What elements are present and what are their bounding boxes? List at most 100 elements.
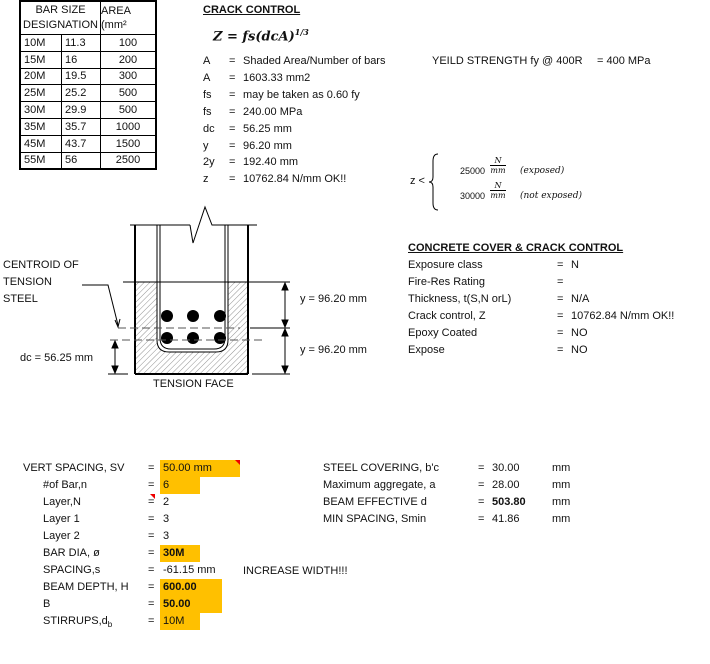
y-upper-label: y = 96.20 mm: [300, 293, 367, 305]
bar-area: 1500: [100, 134, 157, 153]
bar-diameter: 11.3: [61, 34, 101, 52]
header-designation: DESIGNATION: [23, 19, 98, 31]
equals: =: [148, 615, 155, 627]
crack-formula: Z = fs(dcA)1/3: [213, 27, 309, 45]
bar-area: 100: [100, 34, 157, 52]
equals: =: [557, 344, 564, 356]
crack-var: fs: [203, 105, 212, 118]
steel-unit: mm: [552, 479, 571, 491]
steel-value: 503.80: [492, 496, 526, 508]
crack-var: A: [203, 71, 211, 84]
cover-value: N/A: [571, 293, 590, 305]
input-value: 50.00: [163, 598, 191, 610]
bar-area: 200: [100, 50, 157, 69]
crack-value: 192.40 mm: [243, 156, 299, 169]
yield-label: YEILD STRENGTH fy @ 400R: [432, 55, 583, 67]
beam-section-diagram: [82, 205, 290, 375]
bar-designation: 10M: [19, 34, 62, 52]
tension-face-label: TENSION FACE: [153, 378, 234, 390]
cover-value: NO: [571, 344, 588, 356]
highlight-sv: [160, 460, 240, 477]
cover-label: Crack control, Z: [408, 310, 486, 322]
bar-designation: 25M: [19, 84, 62, 103]
input-label: Layer 2: [43, 530, 80, 542]
header-bar-size-text: BAR SIZE: [35, 4, 86, 16]
header-area: AREA (mm²: [100, 0, 157, 35]
centroid-label-2: TENSION: [3, 276, 52, 288]
bar-designation: 20M: [19, 67, 62, 86]
crack-var: y: [203, 139, 209, 152]
cover-label: Thickness, t(S,N orL): [408, 293, 512, 305]
unit-den: mm: [490, 165, 506, 175]
equals: =: [478, 479, 485, 491]
crack-value: may be taken as 0.60 fy: [243, 88, 360, 101]
crack-value: 56.25 mm: [243, 122, 292, 135]
equals: =: [557, 310, 564, 322]
input-label: B: [43, 598, 51, 610]
highlight-depth-b: [160, 579, 222, 613]
steel-value: 41.86: [492, 513, 520, 525]
input-value: 50.00 mm: [163, 462, 212, 474]
dc-label: dc = 56.25 mm: [20, 352, 94, 364]
steel-unit: mm: [552, 513, 571, 525]
unit-den: mm: [490, 190, 506, 200]
limit-not-exposed-value: 30000: [460, 191, 486, 201]
cover-value: NO: [571, 327, 588, 339]
cover-label: Epoxy Coated: [408, 327, 478, 339]
input-value: 3: [163, 513, 170, 525]
steel-label: MIN SPACING, Smin: [323, 513, 427, 525]
bar-diameter: 56: [61, 151, 101, 170]
limit-exposed-value: 25000: [460, 166, 486, 176]
cover-label: Exposure class: [408, 259, 483, 271]
bar-designation: 35M: [19, 117, 62, 136]
equals: =: [229, 71, 236, 84]
bar-designation: 30M: [19, 101, 62, 119]
steel-label: Maximum aggregate, a: [323, 479, 436, 491]
equals: =: [557, 259, 564, 271]
equals: =: [229, 88, 236, 101]
cover-title: CONCRETE COVER & CRACK CONTROL: [408, 242, 624, 254]
crack-value: 1603.33 mm2: [243, 71, 311, 84]
crack-value: 96.20 mm: [243, 139, 292, 152]
steel-unit: mm: [552, 496, 571, 508]
highlight-stirrups: [160, 613, 200, 630]
equals: =: [148, 479, 155, 491]
crack-control-title: CRACK CONTROL: [203, 4, 301, 16]
bar-area: 500: [100, 101, 157, 119]
input-label: Layer,N: [43, 496, 81, 508]
bar-diameter: 25.2: [61, 84, 101, 103]
bar-diameter: 29.9: [61, 101, 101, 119]
crack-value: 10762.84 N/mm OK!!: [243, 173, 347, 186]
equals: =: [229, 122, 236, 135]
crack-var: dc: [203, 122, 215, 135]
comment-marker: [235, 460, 240, 465]
highlight-bar-dia: [160, 545, 200, 562]
steel-value: 28.00: [492, 479, 520, 491]
input-label: BAR DIA, ø: [43, 547, 100, 559]
centroid-label-3: STEEL: [3, 293, 38, 305]
input-value: 6: [163, 479, 170, 491]
equals: =: [557, 327, 564, 339]
input-label: BEAM DEPTH, H: [43, 581, 129, 593]
equals: =: [148, 530, 155, 542]
bar-area: 300: [100, 67, 157, 86]
header-bar-size: BAR SIZE DESIGNATION: [19, 0, 101, 35]
equals: =: [229, 55, 236, 67]
steel-unit: mm: [552, 462, 571, 474]
bar-diameter: 43.7: [61, 134, 101, 153]
equals: =: [478, 513, 485, 525]
cover-value: N: [571, 259, 579, 271]
crack-value: 240.00 MPa: [243, 105, 303, 118]
equals: =: [229, 139, 236, 152]
unit-num: N: [494, 181, 502, 190]
equals: =: [148, 598, 155, 610]
centroid-label-1: CENTROID OF: [3, 259, 79, 271]
equals: =: [148, 462, 155, 474]
